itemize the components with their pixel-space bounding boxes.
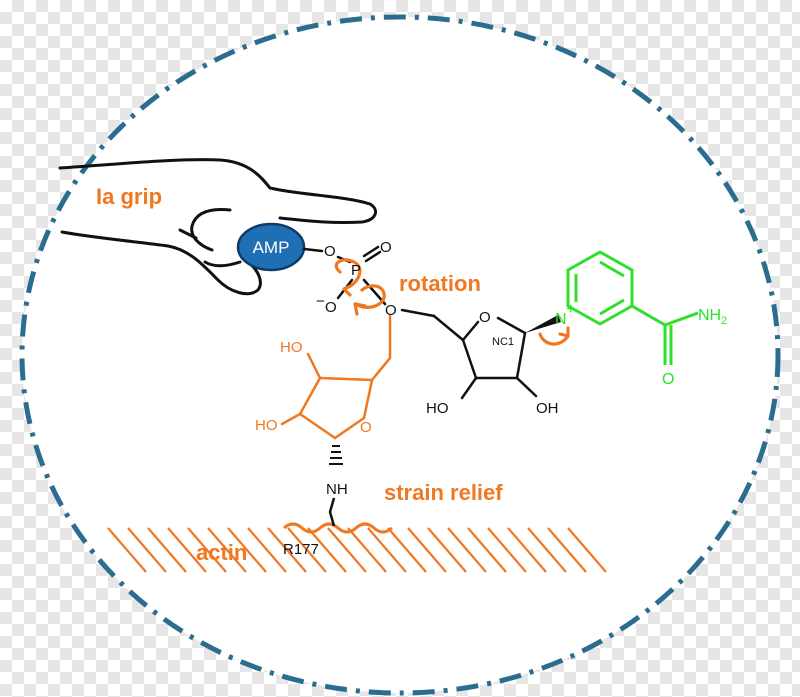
- hatch-line: [327, 527, 367, 573]
- label-r177: R177: [283, 541, 319, 558]
- atom-nh-link: NH: [326, 481, 348, 498]
- atom-o-minus: O: [325, 299, 337, 316]
- atom-o-amp: O: [324, 243, 336, 260]
- hatch-line: [387, 527, 427, 573]
- wedge-bond: [525, 315, 561, 333]
- bond-lines: [302, 245, 538, 400]
- hatch-line: [467, 527, 507, 573]
- hatch-line: [187, 527, 227, 573]
- atom-o-double: O: [380, 239, 392, 256]
- hatch-line: [167, 527, 207, 573]
- hatch-line: [287, 527, 327, 573]
- atom-ho-mid: HO: [255, 417, 278, 434]
- label-ia-grip: Ia grip: [96, 184, 162, 209]
- atom-o-ring-right: O: [479, 309, 491, 326]
- hand-outline: [58, 158, 378, 296]
- atom-minus: −: [316, 293, 325, 310]
- nh2-subscript: 2: [721, 315, 727, 327]
- hatch-line: [507, 527, 547, 573]
- hashed-bond: [329, 445, 343, 465]
- atom-nc1: NC1: [492, 336, 514, 348]
- orange-ribose: [280, 314, 392, 440]
- atom-ho-right: HO: [426, 400, 449, 417]
- hatch-line: [447, 527, 487, 573]
- actin-surface: [107, 527, 607, 573]
- atom-n-plus: N: [555, 311, 567, 328]
- amp-ellipse: [236, 222, 306, 272]
- label-strain-relief: strain relief: [384, 480, 503, 505]
- hatch-line: [367, 527, 407, 573]
- atom-o-ring-left: O: [360, 419, 372, 436]
- atom-o-bridge: O: [385, 302, 397, 319]
- nh2-main: NH: [698, 307, 721, 324]
- hatch-line: [147, 527, 187, 573]
- hatch-line: [227, 527, 267, 573]
- atom-o-amide: O: [662, 371, 674, 388]
- hatch-line: [267, 527, 307, 573]
- nicotinamide-ring: [566, 250, 699, 365]
- atom-nh2: NH2: [698, 307, 727, 327]
- circle-panel: [19, 14, 781, 696]
- r177-wavy-line: [283, 522, 393, 534]
- hatch-line: [247, 527, 287, 573]
- hatch-line: [127, 527, 167, 573]
- hatch-line: [427, 527, 467, 573]
- label-rotation: rotation: [399, 271, 481, 296]
- atom-plus: +: [566, 301, 575, 318]
- hatch-line: [307, 527, 347, 573]
- nh-link-bond: [328, 497, 336, 527]
- label-actin: actin: [196, 540, 247, 565]
- atom-ho-top: HO: [280, 339, 303, 356]
- amp-label: AMP: [253, 238, 290, 257]
- rotation-arrows: [334, 258, 570, 346]
- hatch-line: [407, 527, 447, 573]
- hatch-line: [567, 527, 607, 573]
- atom-oh-right: OH: [536, 400, 559, 417]
- hatch-line: [527, 527, 567, 573]
- atom-phosphorus: P: [351, 262, 361, 279]
- hatch-line: [207, 527, 247, 573]
- hatch-line: [107, 527, 147, 573]
- hatch-line: [487, 527, 527, 573]
- hatch-line: [547, 527, 587, 573]
- hatch-line: [347, 527, 387, 573]
